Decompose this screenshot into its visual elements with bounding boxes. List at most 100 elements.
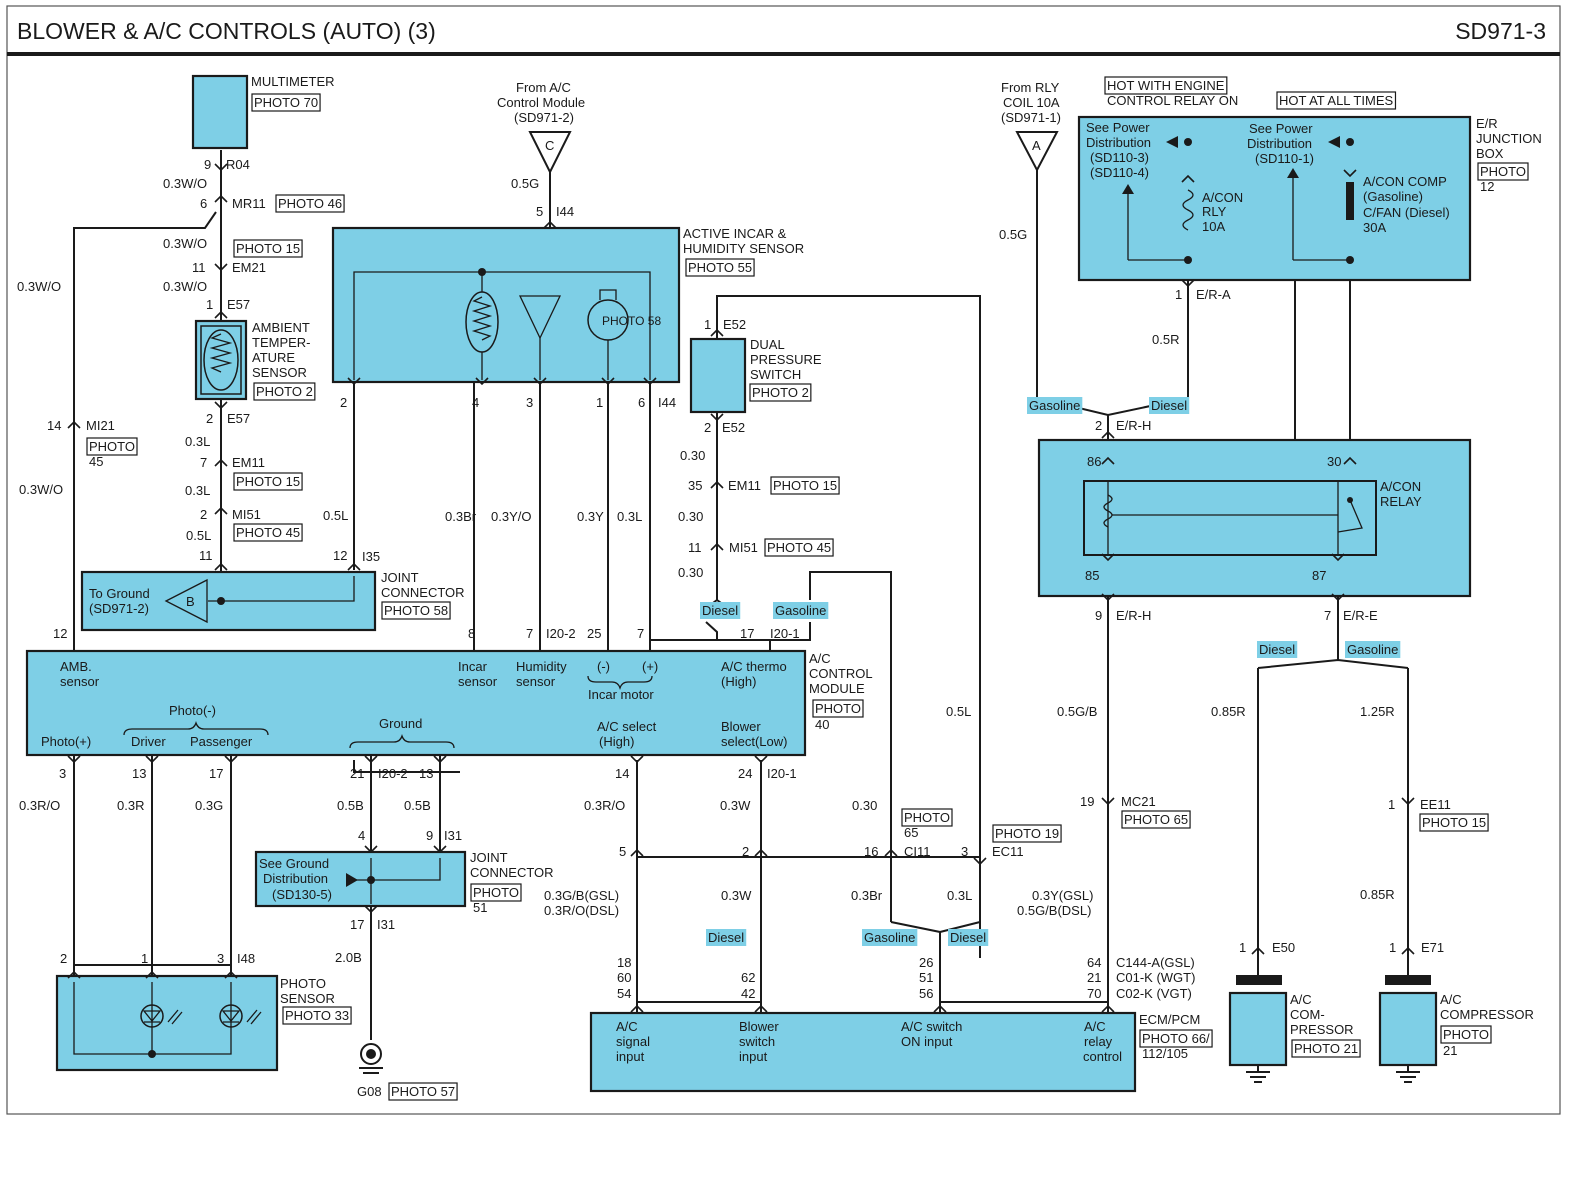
- label-w05g2: 0.5G: [999, 227, 1027, 242]
- multimeter-box: [191, 74, 249, 150]
- label-c02: C02-K (VGT): [1116, 986, 1192, 1001]
- photo-box-ph15b: [233, 472, 303, 491]
- label-dies5: Diesel: [1259, 642, 1295, 657]
- ref-a-triangle: [1015, 131, 1059, 173]
- label-acc6: COMPRESSOR: [1440, 1007, 1534, 1022]
- label-i31p17: 17: [350, 917, 364, 932]
- label-ais1: ACTIVE INCAR &: [683, 226, 787, 241]
- label-dps1: DUAL: [750, 337, 785, 352]
- joint-connector-i35: [80, 570, 377, 632]
- ac-control-module: [25, 649, 807, 757]
- label-c144: C144-A(GSL): [1116, 955, 1195, 970]
- label-p5: 5: [619, 844, 626, 859]
- label-ph57: PHOTO 57: [391, 1084, 455, 1099]
- label-mc21p: 19: [1080, 794, 1094, 809]
- label-spd6: Distribution: [1247, 136, 1312, 151]
- label-w030c: 0.30: [678, 565, 703, 580]
- label-hums2: sensor: [516, 674, 556, 689]
- label-w20b: 2.0B: [335, 950, 362, 965]
- label-e42: 42: [741, 986, 755, 1001]
- er-junction-box: [1077, 115, 1472, 282]
- label-comp3: C/FAN (Diesel): [1363, 205, 1450, 220]
- label-tg1: To Ground: [89, 586, 150, 601]
- label-facc: C: [545, 138, 554, 153]
- label-acsg1: A/C: [616, 1019, 638, 1034]
- label-spd1: See Power: [1086, 120, 1150, 135]
- label-ph19: PHOTO 19: [995, 826, 1059, 841]
- label-comp2: (Gasoline): [1363, 189, 1423, 204]
- photo-sensor: [55, 974, 279, 1072]
- label-mr11p: 6: [200, 196, 207, 211]
- photo-box-ph57: [388, 1082, 458, 1101]
- label-ee11p: 1: [1388, 797, 1395, 812]
- label-e70: 70: [1087, 986, 1101, 1001]
- label-w03l1: 0.3L: [185, 434, 210, 449]
- label-dies1: Diesel: [702, 603, 738, 618]
- label-e26: 26: [919, 955, 933, 970]
- label-acrl2: RELAY: [1380, 494, 1422, 509]
- label-e60: 60: [617, 970, 631, 985]
- photo-box-amb5: [253, 382, 316, 401]
- label-cb13: 13: [132, 766, 146, 781]
- label-rly3: 10A: [1202, 219, 1225, 234]
- label-mi51b: MI51: [729, 540, 758, 555]
- label-acr1: A/C: [1084, 1019, 1106, 1034]
- label-ee11: EE11: [1420, 797, 1451, 812]
- label-acsg3: input: [616, 1049, 645, 1064]
- label-ph45a1: PHOTO: [89, 439, 135, 454]
- label-mi21p: 14: [47, 418, 61, 433]
- label-r85: 85: [1085, 568, 1099, 583]
- label-acr2: relay: [1084, 1034, 1113, 1049]
- label-amb3: ATURE: [252, 350, 295, 365]
- label-tg2: (SD971-2): [89, 601, 149, 616]
- photo-box-ph15a: [233, 239, 303, 258]
- label-erj1: E/R: [1476, 116, 1498, 131]
- label-ph15a: PHOTO 15: [236, 241, 300, 256]
- label-e71: E71: [1421, 940, 1444, 955]
- label-i44a: I44: [556, 204, 574, 219]
- label-ph65b: PHOTO 65: [1124, 812, 1188, 827]
- label-ere: E/R-E: [1343, 608, 1378, 623]
- label-fac1: From A/C: [516, 80, 571, 95]
- label-ec11: EC11: [992, 844, 1024, 859]
- photo-box-ecm2: [1139, 1029, 1213, 1048]
- label-acm5: 40: [815, 717, 829, 732]
- label-spd4: (SD110-4): [1090, 165, 1149, 180]
- label-php: Photo(+): [41, 734, 91, 749]
- label-i35p1: 11: [199, 548, 213, 563]
- label-rly2: RLY: [1202, 204, 1227, 219]
- label-w03gb: 0.3G/B(GSL): [544, 888, 619, 903]
- label-acc5: A/C: [1440, 992, 1462, 1007]
- photo-box-acm4: [812, 699, 864, 718]
- label-dies4: Diesel: [1151, 398, 1187, 413]
- label-mi21: MI21: [86, 418, 115, 433]
- highlight-dies4: [1149, 397, 1190, 414]
- label-spd5: See Power: [1249, 121, 1313, 136]
- label-gnd: Ground: [379, 716, 422, 731]
- label-em21p: 11: [192, 260, 206, 275]
- label-acm3: MODULE: [809, 681, 865, 696]
- label-i202b: I20-2: [378, 766, 408, 781]
- label-era: E/R-A: [1196, 287, 1231, 302]
- label-w125r: 1.25R: [1360, 704, 1395, 719]
- label-e52p1: 1: [704, 317, 711, 332]
- highlight-gas4: [1345, 641, 1401, 658]
- photo-box-ph19: [992, 824, 1062, 843]
- label-jc2c: PHOTO: [473, 885, 519, 900]
- label-rly1: A/CON: [1202, 190, 1243, 205]
- label-e52b: E52: [722, 420, 745, 435]
- highlight-gas1: [773, 602, 829, 619]
- label-ph65a: PHOTO: [904, 810, 950, 825]
- label-phm: Photo(-): [169, 703, 216, 718]
- label-w05gb: 0.5G/B(DSL): [1017, 903, 1091, 918]
- label-act1: A/C thermo: [721, 659, 787, 674]
- label-e54: 54: [617, 986, 631, 1001]
- label-i201: I20-1: [770, 626, 800, 641]
- label-sgd2: Distribution: [263, 871, 328, 886]
- photo-box-hat: [1276, 91, 1397, 110]
- label-em11b: EM11: [728, 478, 761, 493]
- label-em21: EM21: [232, 260, 266, 275]
- label-w05l2: 0.5L: [323, 508, 348, 523]
